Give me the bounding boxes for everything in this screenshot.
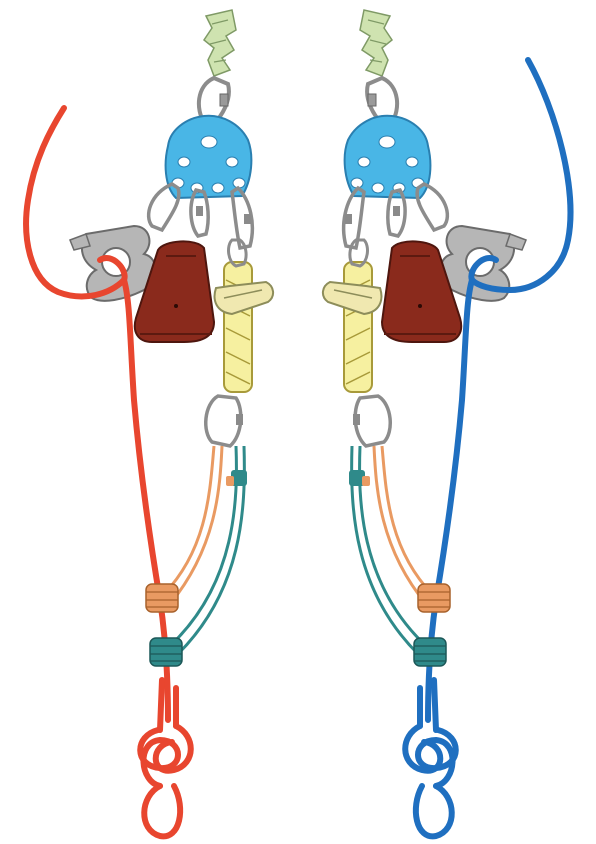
prusik-knot-teal-icon <box>414 638 446 666</box>
prusik-knot-teal-icon <box>150 638 182 666</box>
rigging-plate-icon <box>166 116 252 198</box>
main-rope-right <box>428 60 570 720</box>
left-system <box>26 10 273 836</box>
bottom-carabiner-icon <box>206 396 241 446</box>
rigging-plate-icon <box>345 116 431 198</box>
rope-grab-icon <box>323 262 382 392</box>
prusik-knot-orange-icon <box>418 584 450 612</box>
prusik-knot-orange-icon <box>146 584 178 612</box>
bottom-carabiner-icon <box>355 396 390 446</box>
anchor-sling-icon <box>360 10 392 76</box>
right-system <box>323 10 571 836</box>
prusik-orange-icon <box>164 446 222 604</box>
main-rope-left <box>26 108 168 720</box>
rope-grab-icon <box>215 262 274 392</box>
gate-lock-icon <box>220 94 228 106</box>
anchor-sling-icon <box>204 10 236 76</box>
